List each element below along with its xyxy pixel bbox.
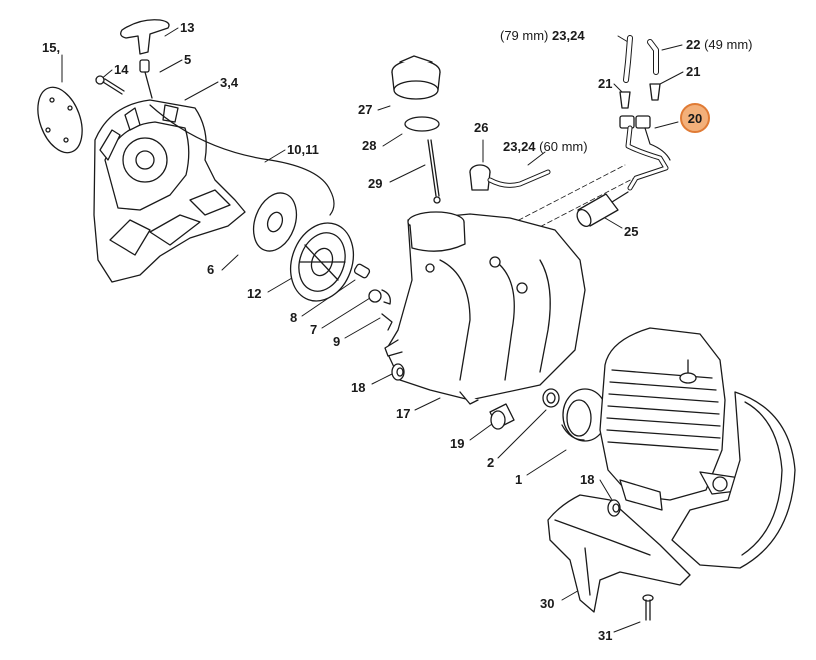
fitting-part — [619, 83, 661, 109]
callout-13: 13 — [180, 20, 195, 35]
callout-18-right: 18 — [580, 472, 595, 487]
hose-length-49: (49 mm) — [704, 37, 753, 52]
starter-rope — [149, 104, 335, 216]
callout-18-left: 18 — [351, 380, 366, 395]
callout-19: 19 — [450, 436, 465, 451]
shroud-part — [547, 494, 691, 613]
spring-housing-part — [290, 222, 354, 302]
callout-12: 12 — [247, 286, 262, 301]
pulley-part — [252, 192, 298, 252]
plate-part — [37, 86, 83, 154]
fuel-filter-part — [576, 191, 629, 228]
callout-23-24-b-number: 23,24 — [503, 139, 536, 154]
callout-2: 2 — [487, 455, 495, 470]
callout-29: 29 — [368, 176, 383, 191]
callout-28: 28 — [362, 138, 377, 153]
fuel-tank-part — [384, 211, 586, 405]
callout-3-4: 3,4 — [220, 75, 239, 90]
connector-part — [469, 164, 491, 191]
callout-22-number: 22 — [686, 37, 701, 52]
callout-23-24-79mm: (79 mm) 23,24 — [500, 28, 585, 43]
callout-6: 6 — [207, 262, 215, 277]
callout-22-49mm: 22 (49 mm) — [686, 37, 752, 52]
highlighted-part-20[interactable]: 20 — [680, 103, 710, 133]
handle-part — [120, 19, 170, 99]
grommet-part — [391, 363, 405, 381]
callout-10-11: 10,11 — [287, 142, 319, 157]
bushing-part — [489, 403, 515, 430]
fuel-pickup-part — [427, 139, 441, 204]
callout-17: 17 — [396, 406, 411, 421]
callout-31: 31 — [598, 628, 613, 643]
callout-1: 1 — [515, 472, 523, 487]
callout-23-24-60mm: 23,24 (60 mm) — [503, 139, 588, 154]
callout-7: 7 — [310, 322, 318, 337]
callout-5: 5 — [184, 52, 192, 67]
engine-part — [599, 327, 746, 511]
callout-25: 25 — [624, 224, 639, 239]
fan-housing-part — [671, 391, 796, 569]
callout-15: 15, — [42, 40, 61, 55]
grommet-right-part — [607, 499, 621, 517]
starter-cover — [93, 99, 246, 283]
callout-14: 14 — [114, 62, 129, 77]
hose-length-79: (79 mm) — [500, 28, 549, 43]
callout-9: 9 — [333, 334, 341, 349]
callout-26: 26 — [474, 120, 489, 135]
fuel-line-part — [619, 115, 671, 191]
screw-part — [95, 75, 125, 95]
callout-23-24-a-number: 23,24 — [552, 28, 585, 43]
callout-21-right: 21 — [686, 64, 701, 79]
hose-length-60: (60 mm) — [539, 139, 588, 154]
screw-31-part — [642, 594, 654, 621]
o-ring-part — [404, 116, 440, 132]
callout-8: 8 — [290, 310, 298, 325]
callout-30: 30 — [540, 596, 555, 611]
washer-part — [542, 388, 560, 408]
callout-27: 27 — [358, 102, 373, 117]
fuel-cap-part — [391, 55, 441, 100]
small-parts — [353, 263, 393, 331]
av-mount-part — [561, 388, 608, 442]
callout-21-left: 21 — [598, 76, 613, 91]
